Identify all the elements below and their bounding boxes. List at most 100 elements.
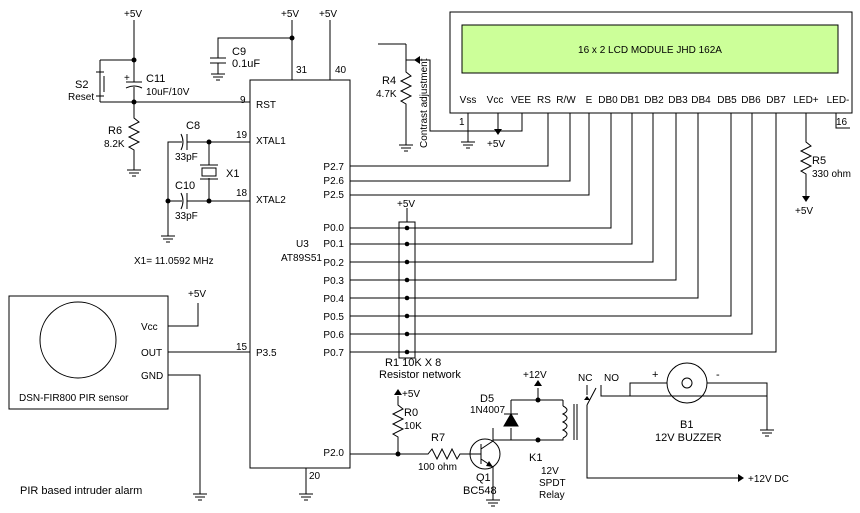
c11-value: 10uF/10V	[146, 87, 190, 98]
pin-p01-label: P0.1	[323, 239, 344, 250]
r5-ref: R5	[812, 155, 826, 167]
lcd-vcc-arrow	[494, 129, 502, 135]
relay-nc-arrow	[584, 396, 590, 400]
c9-ref: C9	[232, 46, 246, 58]
r1-junction-1	[404, 241, 410, 247]
pir-name: DSN-FIR800 PIR sensor	[19, 393, 129, 404]
b1-buzzer-center	[681, 377, 693, 389]
c11-plus: +	[124, 73, 130, 84]
pin-xtal2-label: XTAL2	[256, 195, 286, 206]
lcd-pin-db6: DB6	[741, 95, 761, 106]
c10-ref: C10	[175, 180, 195, 192]
r7-resistor	[350, 447, 474, 461]
r0-ref: R0	[404, 407, 418, 419]
pin-p35-label: P3.5	[256, 348, 277, 359]
k1-line1: 12V	[541, 466, 559, 477]
db5-line	[350, 113, 732, 317]
pin-p06-label: P0.6	[323, 330, 344, 341]
db1-line	[350, 113, 633, 245]
lcd-pin-db4: DB4	[691, 95, 711, 106]
r1-junction-7	[404, 349, 410, 355]
pin-xtal1-label: XTAL1	[256, 136, 286, 147]
lcd-pin-led: LED+	[793, 95, 818, 106]
db0-line	[350, 113, 612, 229]
b1-name: 12V BUZZER	[655, 432, 722, 444]
pin-p27-label: P2.7	[323, 162, 344, 173]
pin-p05-label: P0.5	[323, 312, 344, 323]
b1-buzzer	[666, 362, 708, 404]
lcd-pin16-number: 16	[836, 117, 848, 128]
r1-junction-5	[404, 313, 410, 319]
lcd-pin-vss: Vss	[460, 95, 477, 106]
r7-value: 100 ohm	[418, 462, 457, 473]
r1-junctions	[404, 225, 410, 355]
lcd-module	[449, 11, 853, 114]
q1-ground	[486, 499, 500, 507]
r4-arrow	[414, 56, 420, 64]
c10-value: 33pF	[175, 211, 198, 222]
lcd-vee-wire	[406, 59, 523, 132]
r4-note: Contrast adjustment	[419, 58, 430, 148]
buzzer-ground	[760, 429, 774, 437]
vcc-label-pin40: +5V	[319, 9, 337, 20]
r1-vcc-label: +5V	[397, 199, 415, 210]
r6-resistor	[127, 102, 141, 177]
lcd-pin-db0: DB0	[598, 95, 618, 106]
r5-value: 330 ohm	[812, 169, 851, 180]
r1-junction-0	[404, 225, 410, 231]
s2-name: Reset	[68, 92, 94, 103]
b1-minus: -	[716, 369, 720, 381]
k1-coil	[561, 405, 568, 439]
dc-arrow	[738, 474, 744, 482]
r1-junction-4	[404, 295, 410, 301]
b1-leads	[629, 382, 768, 396]
rw-line	[350, 113, 571, 182]
r1-junction-6	[404, 331, 410, 337]
s2-ref: S2	[75, 79, 88, 91]
k1-core	[573, 404, 578, 440]
pin-p04-label: P0.4	[323, 294, 344, 305]
lcd-pin-vcc: Vcc	[487, 95, 504, 106]
lcd-pin-e: E	[586, 95, 593, 106]
mcu-ref: U3	[296, 239, 309, 250]
x1-crystal	[201, 167, 217, 177]
r0-resistor	[391, 396, 405, 454]
reset-vcc-wire	[99, 20, 250, 103]
pin-p00-label: P0.0	[323, 223, 344, 234]
b1-ref: B1	[680, 419, 693, 431]
db6-line	[350, 113, 753, 335]
db3-line	[350, 113, 677, 281]
lcd-pin-rw: R/W	[556, 95, 576, 106]
pin-p03-label: P0.3	[323, 276, 344, 287]
r0-value: 10K	[404, 421, 422, 432]
dc-label: +12V DC	[748, 474, 789, 485]
r6-value: 8.2K	[104, 139, 125, 150]
pir-vcc-wire	[168, 303, 199, 327]
pir-gnd-label: GND	[141, 371, 163, 382]
pin-p20-label: P2.0	[323, 448, 344, 459]
c9-wire	[210, 37, 292, 81]
lcd-pin-db7: DB7	[766, 95, 786, 106]
pin-20-wire	[299, 468, 313, 501]
d5-bottom-junction	[535, 437, 541, 443]
pin-num-15: 15	[236, 342, 248, 353]
lcd-pin1-number: 1	[459, 117, 465, 128]
lcd-pin-led: LED-	[827, 95, 850, 106]
plus12-arrow	[534, 380, 542, 386]
db2-line	[350, 113, 654, 263]
c8-ref: C8	[186, 120, 200, 132]
pin-p25-label: P2.5	[323, 190, 344, 201]
lcd-pin-db1: DB1	[620, 95, 640, 106]
lcd-screen	[461, 24, 839, 74]
pin-num-18: 18	[236, 188, 248, 199]
mcu-body	[249, 79, 351, 469]
plus12-label-relay: +12V	[523, 370, 547, 381]
k1-line2: SPDT	[539, 478, 566, 489]
lcd-pin-db5: DB5	[717, 95, 737, 106]
d5-part: 1N4007	[470, 405, 505, 416]
q1-ref: Q1	[476, 472, 491, 484]
pir-vcc-label: Vcc	[141, 322, 158, 333]
